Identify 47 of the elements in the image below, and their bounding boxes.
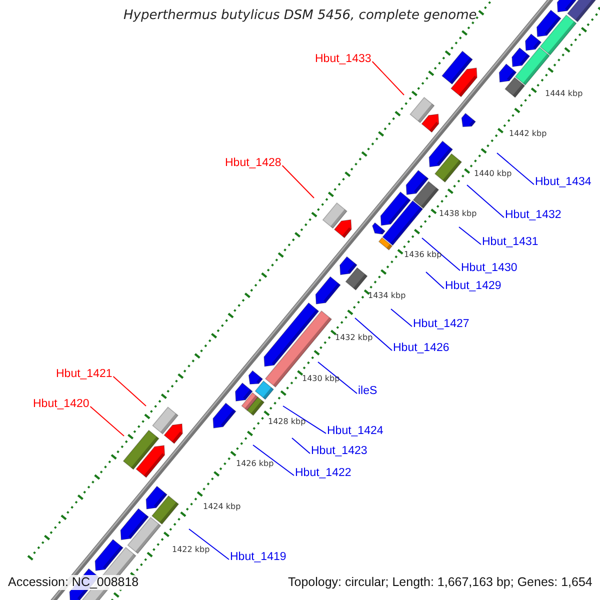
leader-line: [318, 362, 358, 394]
tick-label: 1442 kbp: [509, 130, 547, 138]
gene-label: Hbut_1420: [33, 399, 90, 410]
tick-label: 1434 kbp: [368, 292, 406, 300]
leader-line: [422, 238, 460, 271]
gene-label: ileS: [358, 386, 378, 398]
leader-line: [496, 152, 534, 185]
gene-label: Hbut_1429: [445, 281, 502, 292]
leader-line: [354, 318, 392, 351]
tick-label: 1422 kbp: [172, 546, 210, 554]
gene-label: Hbut_1419: [230, 552, 286, 564]
tick-label: 1428 kbp: [268, 418, 306, 426]
gene-label: Hbut_1424: [327, 426, 384, 438]
leader-line: [282, 406, 326, 434]
gene-label: Hbut_1426: [393, 343, 450, 354]
gene-label: Hbut_1433: [315, 54, 372, 66]
tick-label: 1430 kbp: [302, 375, 340, 383]
leader-line: [252, 444, 294, 476]
tick-label: 1440 kbp: [474, 170, 512, 178]
gene-label: Hbut_1434: [535, 177, 592, 188]
accession-text: Accession: NC_008818: [8, 575, 139, 590]
diagram-title: Hyperthermus butylicus DSM 5456, complete genome: [124, 9, 477, 22]
gene-label: Hbut_1432: [505, 210, 562, 222]
leader-line: [390, 308, 412, 327]
tick-label: 1438 kbp: [439, 210, 477, 218]
leader-line: [188, 528, 230, 560]
gene-label: Hbut_1431: [482, 237, 538, 248]
tick-label: 1444 kbp: [545, 90, 583, 98]
tick-label: 1424 kbp: [203, 503, 241, 511]
leader-line: [90, 406, 124, 436]
leader-line: [426, 272, 444, 289]
gene-label: Hbut_1421: [56, 369, 112, 380]
leader-line: [292, 438, 310, 454]
leader-line: [112, 376, 146, 406]
gene-label: Hbut_1427: [413, 319, 470, 330]
leader-line: [372, 60, 404, 96]
gene-label: Hbut_1430: [461, 263, 518, 274]
leader-line: [458, 226, 482, 245]
gene-label: Hbut_1422: [295, 468, 352, 480]
gene-label: Hbut_1423: [311, 446, 368, 458]
gene-label: Hbut_1428: [225, 158, 282, 170]
tick-label: 1426 kbp: [236, 460, 274, 468]
tick-label: 1432 kbp: [335, 334, 373, 342]
leader-line: [282, 164, 314, 198]
genome-info-text: Topology: circular; Length: 1,667,163 bp; Genes: 1,654: [288, 575, 592, 590]
leader-line: [466, 184, 504, 218]
tick-label: 1436 kbp: [404, 251, 442, 259]
